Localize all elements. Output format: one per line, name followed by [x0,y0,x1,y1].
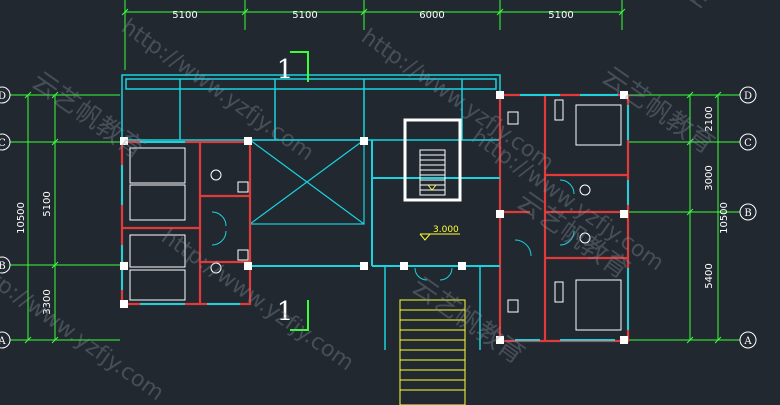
level-mark: 3.000 [419,225,460,241]
section-mark-bottom: 1 [277,297,309,331]
windows [121,94,629,341]
top-dimension-labels: 5100 5100 6000 5100 [172,10,573,21]
axis-bubble-left-d: D [0,86,11,104]
watermark-url-6: http://www.yzfjy.com [684,0,780,13]
svg-text:1: 1 [277,297,294,327]
entrance-rails [384,266,481,350]
stair [403,118,462,202]
left-dim-total: 10500 [16,202,27,234]
svg-text:C: C [0,138,6,149]
right-dim-1: 2100 [704,106,715,131]
axis-bubble-left-a: A [0,331,11,349]
top-dim-2: 5100 [292,10,317,21]
right-dimension-labels: 2100 3000 10500 5400 [704,106,730,288]
svg-text:1: 1 [277,55,294,85]
watermark-url-4: http://www.yzfjy.com [157,224,359,376]
entrance-stair [399,299,466,405]
watermark-url-2: http://www.yzfjy.com [357,24,559,176]
right-dim-3: 5400 [704,263,715,288]
doors [211,179,575,281]
svg-text:A: A [743,336,752,347]
left-axis-bubbles: D C B A [0,86,11,349]
top-dim-4: 5100 [548,10,573,21]
axis-bubble-right-c: C [735,133,757,151]
svg-text:B: B [744,208,751,219]
axis-bubble-left-c: C [0,133,11,151]
watermark-cn-1: 云艺帆教育 [26,66,150,165]
svg-text:D: D [0,91,6,102]
columns [120,91,628,344]
watermark-url-3: http://www.yzfjy.com [467,124,669,276]
level-label: 3.000 [433,225,459,235]
svg-text:B: B [0,261,6,272]
svg-text:C: C [744,138,752,149]
left-dim-2: 3300 [42,289,53,314]
furniture [129,99,622,331]
axis-bubble-left-b: B [0,256,11,274]
right-dim-total: 10500 [719,202,730,234]
svg-text:A: A [0,336,6,347]
right-dim-2: 3000 [704,165,715,190]
top-dim-3: 6000 [419,10,444,21]
right-axis-bubbles: D C B A [735,86,757,349]
axis-bubble-right-a: A [735,331,757,349]
axis-bubble-right-d: D [735,86,757,104]
left-dim-1: 5100 [42,191,53,216]
watermark-url-5: http://www.yzfjy.com [0,254,168,405]
left-dimension-labels: 10500 5100 3300 [16,191,53,314]
watermark-cn-3: 云艺帆教育 [406,271,530,370]
top-dim-1: 5100 [172,10,197,21]
section-mark-top: 1 [277,51,309,85]
axis-bubble-right-b: B [735,203,757,221]
svg-text:D: D [744,91,752,102]
dimension-lines [10,0,740,344]
